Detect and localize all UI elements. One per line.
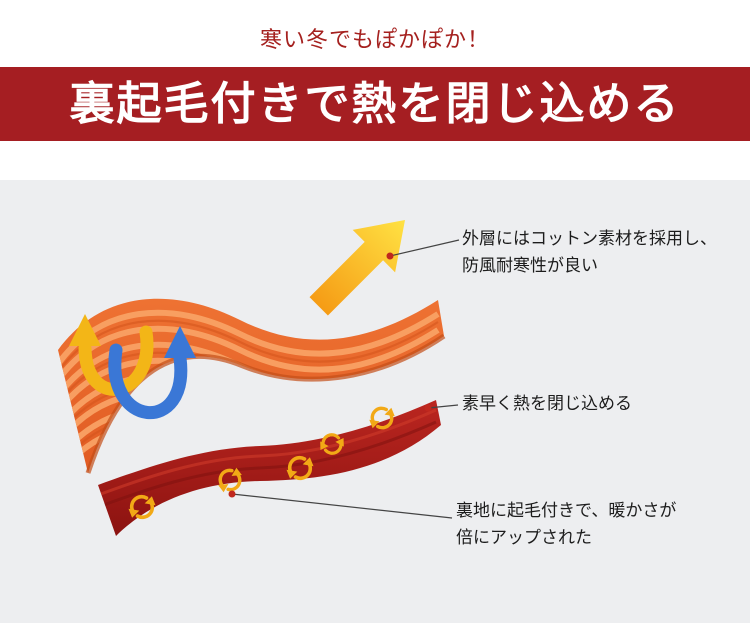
callout-line-lining xyxy=(231,493,453,519)
callout-lines xyxy=(231,239,460,519)
illustration-area: 外層にはコットン素材を採用し、 防風耐寒性が良い 素早く熱を閉じ込める 裏地に起… xyxy=(0,180,750,623)
annotation-outer-layer: 外層にはコットン素材を採用し、 防風耐寒性が良い xyxy=(462,226,717,280)
annotation-line-text: 外層にはコットン素材を採用し、 xyxy=(462,229,717,249)
callout-line-trap xyxy=(427,404,459,409)
annotation-line-text: 裏地に起毛付きで、暖かさが xyxy=(456,501,677,521)
callout-dot xyxy=(386,252,394,260)
annotation-lining: 裏地に起毛付きで、暖かさが 倍にアップされた xyxy=(456,498,676,552)
annotation-line-text: 素早く熱を閉じ込める xyxy=(462,394,632,414)
annotation-line-text: 倍にアップされた xyxy=(456,528,592,548)
annotation-line-text: 防風耐寒性が良い xyxy=(462,256,598,276)
banner-spacer xyxy=(0,141,750,180)
banner: 裏起毛付きで熱を閉じ込める xyxy=(0,67,750,141)
callout-line-outer xyxy=(389,239,460,257)
up-right-arrow-icon xyxy=(309,220,405,316)
lining-fabric-layer xyxy=(98,400,441,536)
tagline: 寒い冬でもぽかぽか！ xyxy=(259,28,490,53)
fabric-layers-illustration xyxy=(58,220,460,536)
u-turn-arrow-blue-icon xyxy=(108,326,196,419)
callout-dots xyxy=(228,252,432,498)
annotation-trap-heat: 素早く熱を閉じ込める xyxy=(462,391,632,418)
callout-dot xyxy=(424,404,432,412)
banner-title: 裏起毛付きで熱を閉じ込める xyxy=(69,77,681,130)
callout-dot xyxy=(228,490,236,498)
